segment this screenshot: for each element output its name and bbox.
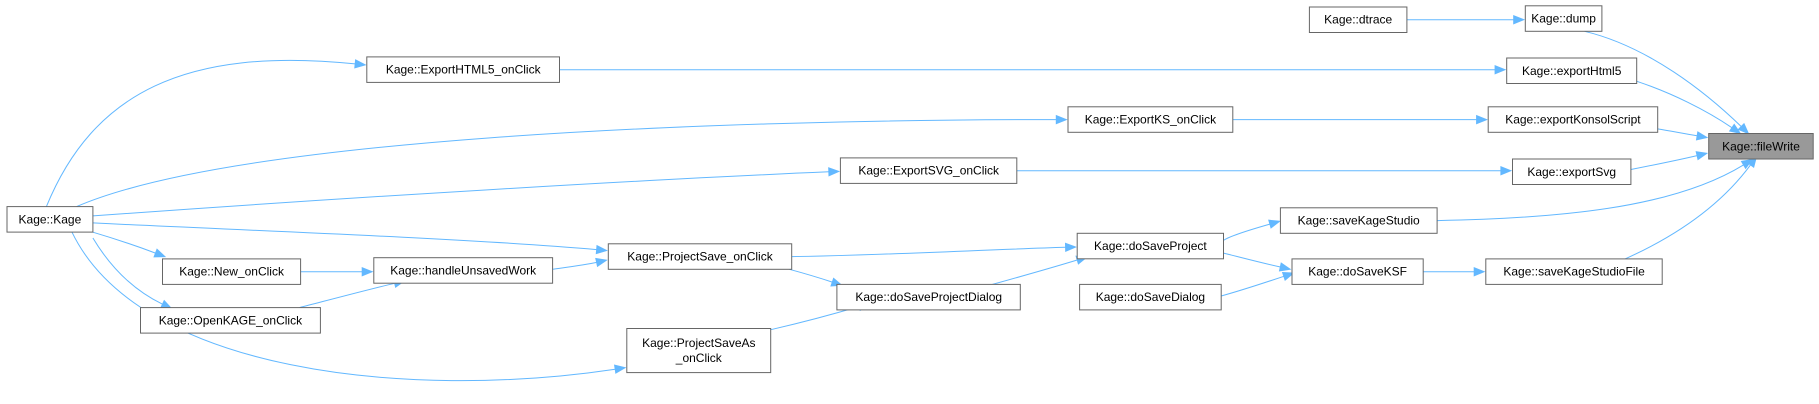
edge-dump-to-filewrite: [1584, 30, 1750, 135]
edge-dosaveksf-to-savekagestudiofile: [1423, 266, 1486, 277]
node-dosavedialog[interactable]: Kage::doSaveDialog: [1079, 283, 1222, 311]
node-dump[interactable]: Kage::dump: [1524, 5, 1603, 32]
node-dtrace[interactable]: Kage::dtrace: [1308, 6, 1408, 33]
edge-exporthtml5-to-filewrite: [1636, 80, 1742, 135]
node-label: Kage::Kage: [19, 212, 82, 226]
node-label: Kage::New_onClick: [179, 265, 285, 279]
edge-new_onclick-to-handleunsavedwork: [300, 266, 374, 277]
edge-dosavedialog-to-dosaveksf: [1221, 271, 1295, 297]
node-label: Kage::saveKageStudio: [1298, 214, 1420, 228]
node-label: Kage::ProjectSave_onClick: [627, 250, 773, 264]
node-savekagestudio[interactable]: Kage::saveKageStudio: [1279, 207, 1438, 234]
node-label: Kage::handleUnsavedWork: [390, 264, 537, 278]
node-label: Kage::saveKageStudioFile: [1503, 265, 1645, 279]
node-label: Kage::dtrace: [1324, 13, 1392, 27]
node-exportks-onclick[interactable]: Kage::ExportKS_onClick: [1067, 106, 1234, 133]
edge-kage-to-exporthtml5_onclick: [45, 59, 367, 207]
node-dosaveksf[interactable]: Kage::doSaveKSF: [1291, 258, 1424, 285]
node-exportkonsolscript[interactable]: Kage::exportKonsolScript: [1487, 106, 1659, 133]
node-label: Kage::ProjectSaveAs: [642, 336, 755, 350]
node-exporthtml5[interactable]: Kage::exportHtml5: [1506, 57, 1638, 84]
node-openkage-onclick[interactable]: Kage::OpenKAGE_onClick: [140, 307, 321, 334]
edge-projectsave_onclick-to-dosaveproject: [791, 242, 1077, 258]
edge-dtrace-to-dump: [1406, 14, 1526, 25]
node-label: _onClick: [675, 351, 723, 365]
node-label: Kage::exportSvg: [1527, 165, 1616, 179]
edge-kage-to-openkage_onclick: [92, 237, 173, 310]
edge-kage-to-exportks_onclick: [76, 114, 1068, 208]
edge-handleunsavedwork-to-projectsave_onclick: [552, 257, 608, 270]
node-exportsvg-onclick[interactable]: Kage::ExportSVG_onClick: [839, 157, 1018, 184]
edge-kage-to-new_onclick: [92, 231, 167, 258]
edge-dosaveproject-to-savekagestudio: [1223, 219, 1281, 241]
node-new-onclick[interactable]: Kage::New_onClick: [162, 258, 302, 285]
node-label: Kage::dump: [1531, 12, 1596, 26]
node-label: Kage::fileWrite: [1722, 139, 1800, 153]
node-label: Kage::OpenKAGE_onClick: [159, 313, 303, 327]
node-label: Kage::doSaveKSF: [1308, 265, 1407, 279]
node-exporthtml5-onclick[interactable]: Kage::ExportHTML5_onClick: [366, 56, 560, 83]
edge-savekagestudiofile-to-filewrite: [1624, 155, 1758, 260]
edge-exportks_onclick-to-exportkonsolscript: [1232, 114, 1488, 125]
node-filewrite[interactable]: Kage::fileWrite: [1708, 133, 1814, 160]
node-projectsave-onclick[interactable]: Kage::ProjectSave_onClick: [607, 243, 793, 270]
edge-kage-to-exportsvg_onclick: [92, 167, 841, 217]
node-savekagestudiofile[interactable]: Kage::saveKageStudioFile: [1485, 258, 1663, 285]
node-dosaveproject[interactable]: Kage::doSaveProject: [1076, 232, 1224, 260]
node-layer: Kage::fileWrite Kage::dump Kage::dtraceKag…: [6, 5, 1814, 374]
node-kage[interactable]: Kage::Kage: [6, 206, 94, 233]
node-dosaveprojectdialog[interactable]: Kage::doSaveProjectDialog: [836, 283, 1021, 311]
node-label: Kage::exportKonsolScript: [1505, 113, 1641, 127]
node-label: Kage::ExportKS_onClick: [1085, 113, 1217, 127]
node-label: Kage::doSaveDialog: [1096, 290, 1205, 304]
edge-kage-to-projectsave_onclick: [92, 222, 608, 255]
edge-dosaveproject-to-dosaveksf: [1223, 252, 1292, 272]
edge-exportkonsolscript-to-filewrite: [1657, 128, 1709, 141]
edge-dosaveprojectdialog-to-dosaveproject: [992, 255, 1089, 285]
edge-handleunsavedwork-to-dosaveprojectdialog: [789, 268, 844, 287]
edge-kage-to-projectsaveas_onclick: [71, 231, 627, 382]
node-label: Kage::doSaveProjectDialog: [855, 290, 1002, 304]
node-label: Kage::ExportHTML5_onClick: [386, 63, 542, 77]
node-handleunsavedwork[interactable]: Kage::handleUnsavedWork: [373, 257, 554, 284]
edge-exporthtml5_onclick-to-exporthtml5: [559, 64, 1507, 75]
node-label: Kage::ExportSVG_onClick: [858, 164, 1000, 178]
node-label: Kage::doSaveProject: [1094, 239, 1207, 253]
node-projectsaveas-onclick[interactable]: Kage::ProjectSaveAs_onClick: [626, 328, 772, 374]
node-exportsvg[interactable]: Kage::exportSvg: [1512, 158, 1632, 185]
edge-exportsvg-to-filewrite: [1630, 151, 1709, 170]
edge-exportsvg_onclick-to-exportsvg: [1016, 165, 1513, 176]
node-label: Kage::exportHtml5: [1522, 64, 1622, 78]
